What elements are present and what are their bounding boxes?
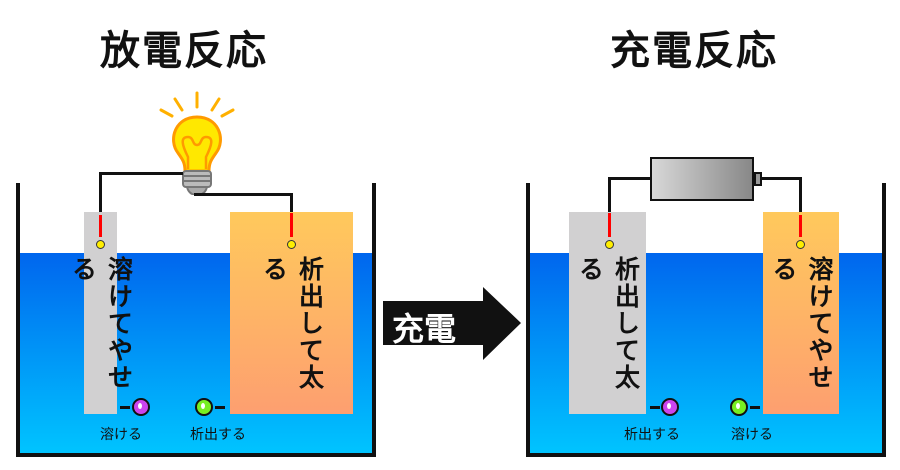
ion-green bbox=[195, 398, 213, 416]
arrow-icon bbox=[650, 406, 660, 409]
ion-green bbox=[730, 398, 748, 416]
wire bbox=[194, 193, 293, 196]
wire bbox=[762, 177, 802, 180]
deposit-label: 析出する bbox=[190, 427, 246, 443]
terminal-dot bbox=[605, 240, 614, 249]
terminal-dot bbox=[796, 240, 805, 249]
dissolve-label: 溶ける bbox=[100, 427, 142, 443]
ion-purple bbox=[132, 398, 150, 416]
down-arrow-icon bbox=[608, 213, 611, 237]
wire bbox=[290, 193, 293, 212]
terminal-dot bbox=[287, 240, 296, 249]
battery-terminal bbox=[754, 172, 762, 186]
deposit-label: 析出する bbox=[624, 427, 680, 443]
wire bbox=[608, 177, 611, 212]
arrow-icon bbox=[215, 406, 225, 409]
up-arrow-icon bbox=[799, 215, 802, 237]
up-arrow-icon bbox=[99, 215, 102, 237]
electrode-label: 析出して太る bbox=[259, 256, 325, 391]
light-bulb-icon bbox=[159, 91, 235, 195]
arrow-icon bbox=[750, 406, 760, 409]
wire bbox=[99, 172, 183, 175]
arrow-icon bbox=[120, 406, 130, 409]
terminal-dot bbox=[96, 240, 105, 249]
discharge-title: 放電反応 bbox=[100, 28, 268, 74]
wire bbox=[799, 177, 802, 212]
electrode-label: 溶けてやせる bbox=[68, 256, 134, 391]
wire bbox=[608, 177, 650, 180]
electrode-label: 析出して太る bbox=[575, 256, 641, 391]
down-arrow-icon bbox=[290, 213, 293, 237]
wire bbox=[99, 172, 102, 212]
discharge-thick-electrode: 析出して太る bbox=[230, 212, 353, 414]
charge-arrow-label: 充電 bbox=[392, 310, 457, 348]
right-arrow-icon bbox=[383, 287, 521, 360]
dissolve-label: 溶ける bbox=[731, 427, 773, 443]
discharge-thin-electrode: 溶けてやせる bbox=[69, 212, 134, 414]
electrode-label: 溶けてやせる bbox=[769, 256, 834, 391]
charge-left-electrode: 析出して太る bbox=[569, 212, 646, 414]
ion-purple bbox=[661, 398, 679, 416]
charge-title: 充電反応 bbox=[610, 28, 778, 74]
battery-icon bbox=[650, 157, 754, 201]
